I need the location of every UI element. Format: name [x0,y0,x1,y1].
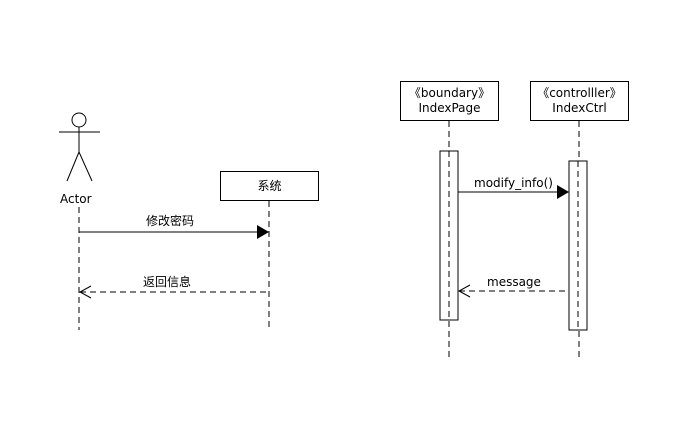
boundary-stereotype: 《boundary》 [408,86,491,100]
boundary-lifeline-box: 《boundary》 IndexPage [400,81,499,121]
controller-stereotype: 《controlller》 [537,86,622,100]
message-arrow-return-info [78,285,269,299]
message-label-return-info: 返回信息 [143,275,192,289]
actor-figure [59,112,100,182]
message-label-modify-password: 修改密码 [146,214,195,228]
boundary-name: IndexPage [418,101,481,115]
message-arrow-modify-info [458,185,569,199]
system-lifeline-box: 系统 [220,171,319,201]
message-arrow-modify-password [79,225,269,239]
message-label-modify-info: modify_info() [474,176,553,190]
system-label: 系统 [257,178,282,193]
controller-name: IndexCtrl [552,101,607,115]
actor-label: Actor [60,192,92,206]
message-label-message: message [487,275,541,289]
controller-lifeline-box: 《controlller》 IndexCtrl [530,81,629,121]
message-arrow-message [457,284,569,298]
